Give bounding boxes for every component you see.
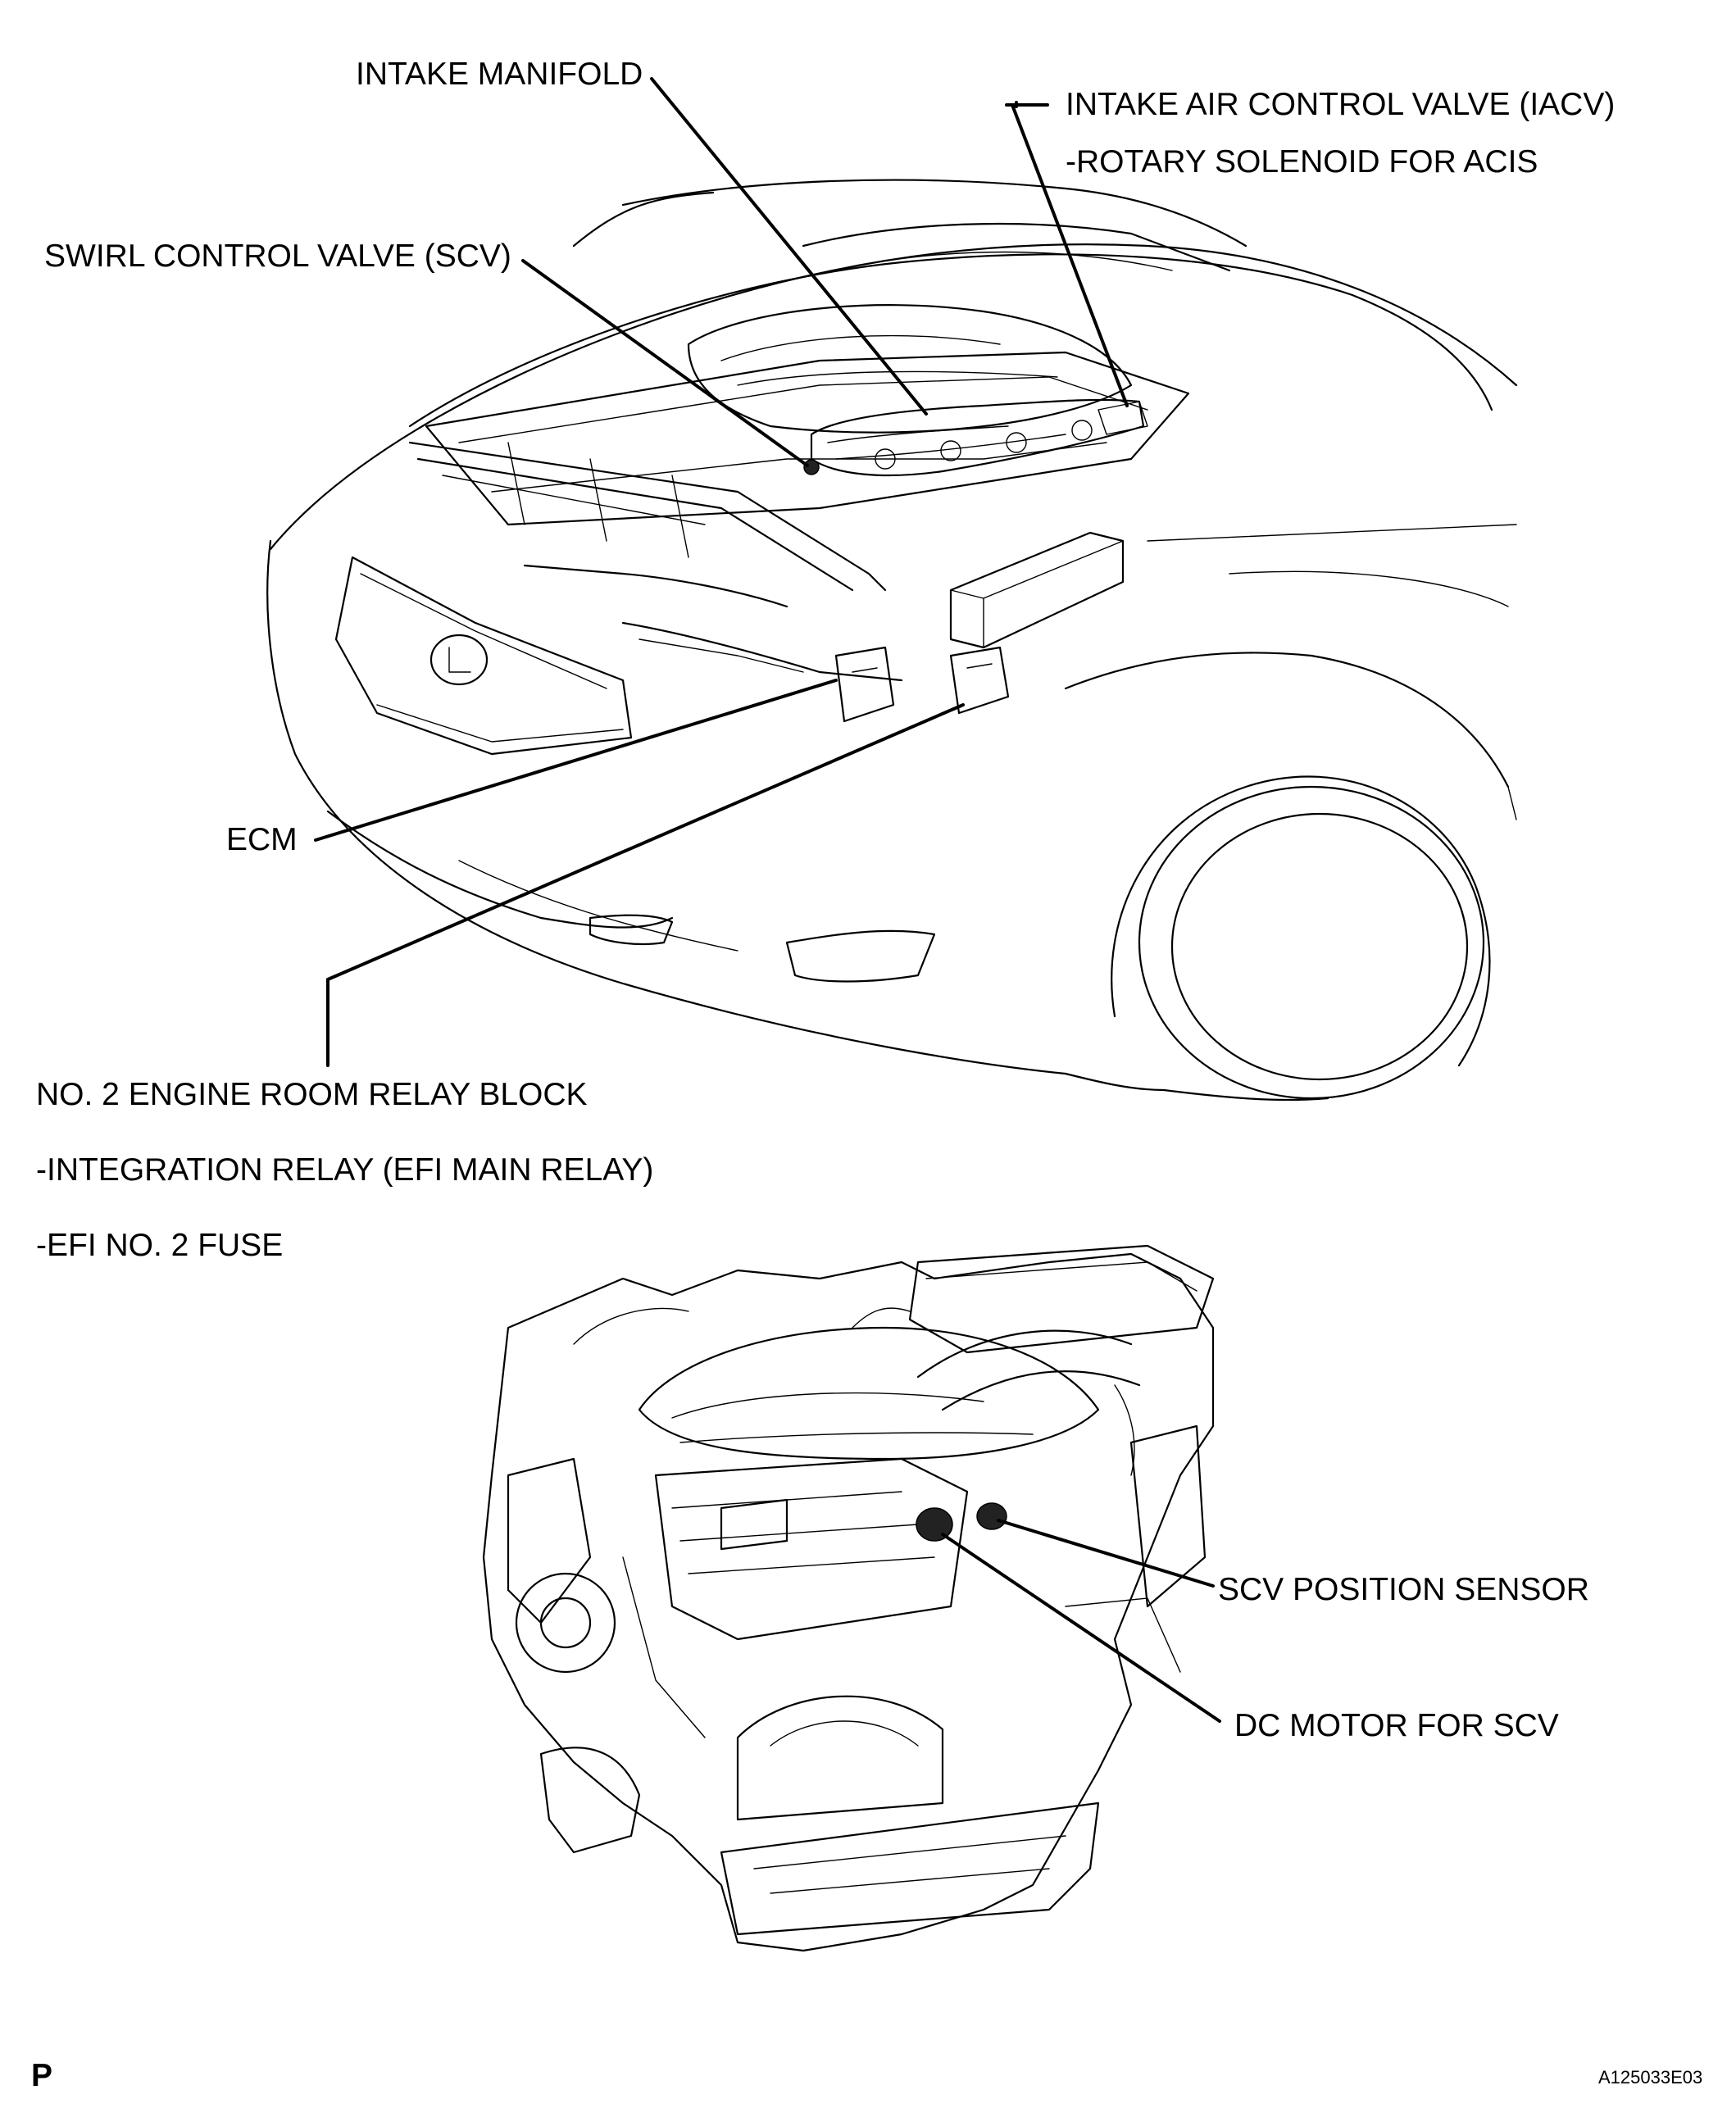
label-scv: SWIRL CONTROL VALVE (SCV) <box>44 239 511 274</box>
label-relay-block: NO. 2 ENGINE ROOM RELAY BLOCK <box>36 1077 588 1112</box>
label-efi-fuse: -EFI NO. 2 FUSE <box>36 1228 284 1263</box>
label-dc-motor: DC MOTOR FOR SCV <box>1234 1708 1559 1743</box>
label-ecm: ECM <box>226 822 298 857</box>
leader-lines-upper <box>314 77 1129 1067</box>
label-rotary-solenoid: -ROTARY SOLENOID FOR ACIS <box>1066 144 1538 179</box>
label-intake-manifold: INTAKE MANIFOLD <box>356 57 643 92</box>
label-scv-position-sensor: SCV POSITION SENSOR <box>1218 1572 1589 1607</box>
page-letter: P <box>31 2058 53 2093</box>
label-integration-relay: -INTEGRATION RELAY (EFI MAIN RELAY) <box>36 1152 654 1188</box>
car-illustration <box>266 179 1518 1102</box>
label-iacv: INTAKE AIR CONTROL VALVE (IACV) <box>1066 87 1616 122</box>
engine-illustration <box>482 1244 1215 1952</box>
figure-code: A125033E03 <box>1598 2067 1703 2088</box>
leader-lines-engine <box>941 1519 1221 1723</box>
